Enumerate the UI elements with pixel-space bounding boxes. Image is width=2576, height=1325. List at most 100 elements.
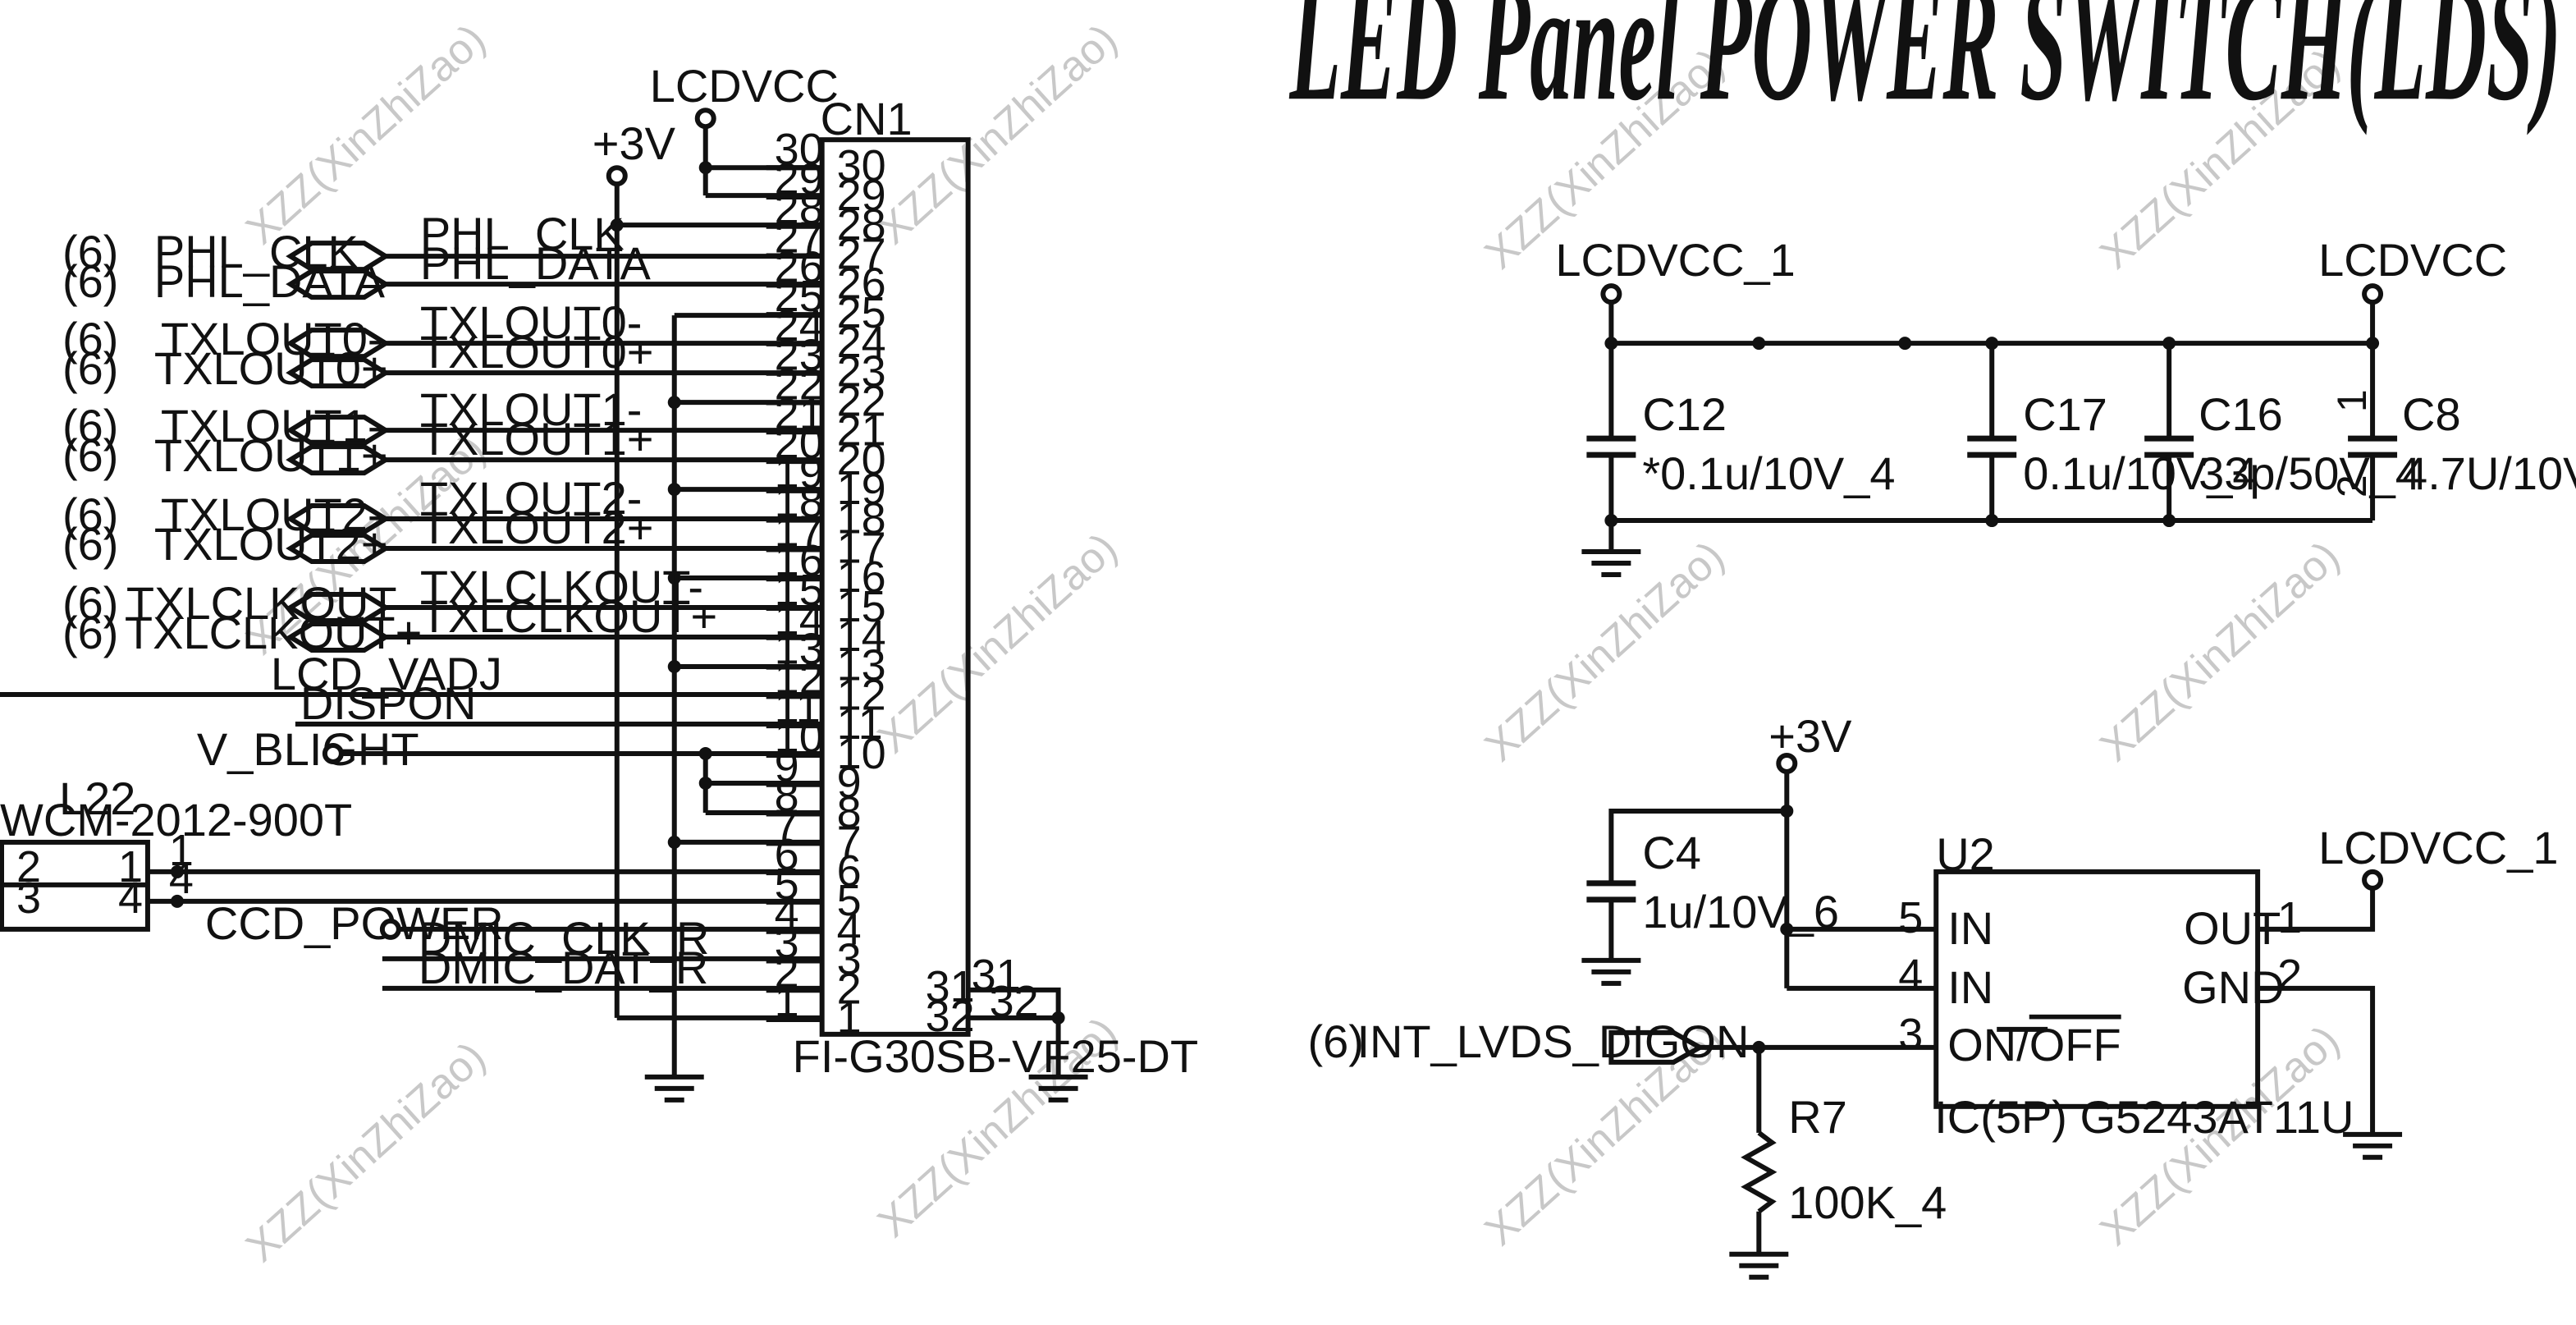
choke-ref: L22 [59, 773, 135, 824]
power-label-lcdvcc1: LCDVCC_1 [2318, 822, 2558, 873]
cap-value: 1u/10V_6 [1642, 886, 1839, 938]
choke-l22: L22 WCM-2012-900T 2 1 3 4 1 4 [0, 773, 822, 932]
page-title: LED Panel POWER SWITCH(LDS) [1289, 0, 2561, 135]
cap-ref: C17 [2023, 388, 2107, 440]
pin-number-inner: 18 [837, 494, 886, 543]
pin-number: 4 [1898, 951, 1923, 1000]
diff-pair-txlout2: (6) (6) TXLOUT2- TXLOUT2+ TXLOUT2- TXLOU… [62, 472, 822, 570]
cap-ref: C8 [2402, 388, 2461, 440]
ground-symbol [644, 1074, 704, 1103]
cap-value: *0.1u/10V_4 [1642, 447, 1895, 499]
page-ref: (6) [62, 607, 118, 658]
pin-number: 1 [2329, 389, 2375, 412]
power-port [1776, 752, 1798, 774]
ic-part: IC(5P) G5243AT11U [1934, 1091, 2354, 1143]
page-ref: (6) [1307, 1016, 1363, 1067]
junction-dot [610, 218, 624, 232]
power-label-lcdvcc: LCDVCC [650, 60, 839, 112]
ground-symbol [1028, 1074, 1088, 1103]
watermarks: XZZ(XinZhiZao) XZZ(XinZhiZao) XZZ(XinZhi… [237, 16, 2349, 1272]
diff-pair-phl: (6) (6) PHL_CLK PHL_DATA PHL_CLK PHL_DAT… [62, 208, 822, 307]
pin-number: 3 [16, 873, 41, 923]
control-nets: LCD_VADJ DISPON V_BLIGHT [0, 648, 822, 815]
pin-number-inner: 15 [837, 582, 886, 631]
power-port [694, 108, 716, 130]
pin-number-inner: 27 [837, 230, 886, 279]
pin-number: 31 [926, 962, 975, 1011]
net-label: DMIC_CLK_R [419, 912, 710, 964]
ground-symbol [1581, 549, 1641, 578]
pin-number-inner: 22 [837, 376, 886, 425]
cap-ref: C16 [2199, 388, 2283, 440]
wire [2258, 887, 2376, 932]
ground-symbol [2343, 1131, 2403, 1160]
net-label: TXLOUT0- [420, 296, 643, 348]
power-label-3v: +3V [1768, 710, 1852, 762]
pin-number-inner: 19 [837, 465, 886, 514]
power-port [2362, 869, 2384, 891]
pin-number-inner: 14 [837, 612, 886, 661]
decoupling-caps: LCDVCC_1 LCDVCC C12 *0.1u/10V_4 [1555, 234, 2576, 578]
cap-value: 0.1u/10V_4 [2023, 447, 2258, 499]
pin-number-inner: 29 [837, 171, 886, 220]
choke-part: WCM-2012-900T [0, 794, 352, 846]
page-ref: (6) [62, 313, 118, 364]
diff-pairs: (6) (6) PHL_CLK PHL_DATA PHL_CLK PHL_DAT… [62, 208, 822, 658]
diff-pair-txlclkout: (6) (6) TXLCLKOUT- TXLCLKOUT+ TXLCLKOUT-… [62, 561, 822, 658]
pin-number: 5 [1898, 893, 1923, 942]
net-label: V_BLIGHT [197, 723, 419, 775]
pin-number: 32 [926, 992, 975, 1041]
pin-number-inner: 24 [837, 318, 886, 367]
net-label: PHL_DATA [420, 237, 652, 289]
pin-number-inner: 26 [837, 259, 886, 308]
ground-symbol [1581, 957, 1641, 986]
power-label-3v: +3V [593, 117, 676, 169]
pin-number-inner: 8 [837, 788, 862, 837]
lcdvcc-net: LCDVCC [650, 60, 839, 199]
net-label: DMIC_DAT_R [419, 942, 708, 993]
power-label-lcdvcc1: LCDVCC_1 [1555, 234, 1795, 286]
pin-number: 4 [118, 873, 143, 923]
cap-ref: C12 [1642, 388, 1727, 440]
pin-number-inner: 9 [837, 759, 862, 808]
pin-number-inner: 25 [837, 288, 886, 337]
capacitor-c17: C17 0.1u/10V_4 [1967, 343, 2258, 521]
net-label: TXLCLKOUT+ [420, 590, 717, 642]
wire [1608, 808, 1787, 883]
pin-number-inner: 12 [837, 670, 886, 719]
port-symbol [1608, 1029, 1705, 1065]
ic-pin-label-off: OFF [2029, 1019, 2121, 1071]
pin-number-inner: 2 [837, 964, 862, 1013]
page-ref: (6) [62, 518, 118, 570]
pin-number: 1 [118, 842, 143, 892]
pin-number-inner: 20 [837, 435, 886, 484]
page-ref: (6) [62, 488, 118, 540]
power-label-lcdvcc: LCDVCC [2318, 234, 2507, 286]
pin-number-inner: 23 [837, 347, 886, 397]
pin-number: 2 [2277, 951, 2302, 1000]
pin-number-inner: 6 [837, 846, 862, 896]
junction-dot [1898, 337, 1912, 351]
watermark: XZZ(XinZhiZao) [237, 1033, 494, 1271]
pin-number-inner: 7 [837, 817, 862, 866]
page-ref: (6) [62, 577, 118, 629]
pin-number-inner: 17 [837, 523, 886, 572]
connector-part: FI-G30SB-VF25-DT [793, 1030, 1198, 1082]
pin-number-inner: 21 [837, 406, 886, 455]
watermark: XZZ(XinZhiZao) [869, 524, 1126, 762]
capacitor-c4: C4 1u/10V_6 [1586, 827, 1839, 959]
page-ref: (6) [62, 400, 118, 452]
pin-number: 2 [16, 842, 41, 892]
net-port [322, 742, 344, 764]
capacitor-c16: C16 33p/50V_4 [2144, 343, 2421, 521]
capacitor-c12: C12 *0.1u/10V_4 [1586, 343, 1895, 551]
wire [968, 987, 1061, 1075]
pin-number-inner: 28 [837, 200, 886, 250]
power-port [2362, 283, 2384, 305]
ic-pin-label: ON/OFF [1947, 1019, 2121, 1071]
junction-dot [667, 571, 681, 585]
pin-number: 2 [2329, 475, 2375, 497]
wire [2258, 985, 2376, 1133]
capacitor-c8: C8 4.7U/10V/8 1 2 [2329, 343, 2576, 521]
